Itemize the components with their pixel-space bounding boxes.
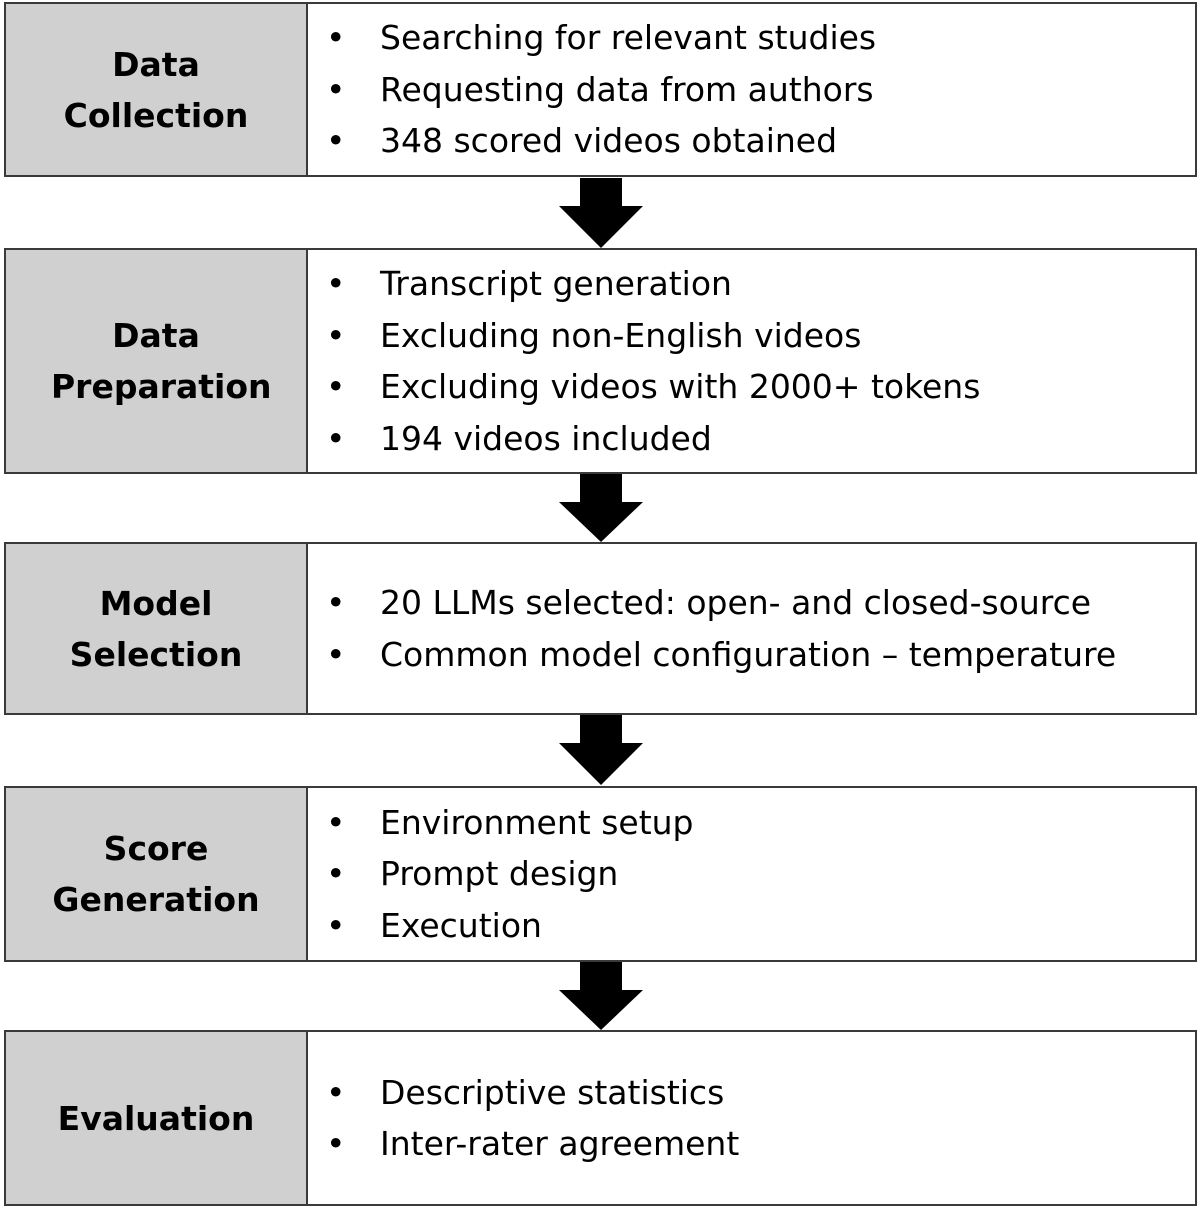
- stage-label: Data Preparation: [6, 250, 308, 472]
- down-arrow-icon: [559, 962, 643, 1032]
- list-item: Common model configuration – temperature: [308, 629, 1195, 681]
- stage-score-generation: Score Generation Environment setup Promp…: [4, 786, 1197, 962]
- stage-item-list: Searching for relevant studies Requestin…: [308, 4, 1195, 175]
- stage-label: Model Selection: [6, 544, 308, 713]
- list-item: Excluding videos with 2000+ tokens: [308, 361, 1195, 413]
- stage-item-list: Environment setup Prompt design Executio…: [308, 788, 1195, 960]
- stage-label: Data Collection: [6, 4, 308, 175]
- list-item: Execution: [308, 900, 1195, 952]
- stage-evaluation: Evaluation Descriptive statistics Inter-…: [4, 1030, 1197, 1206]
- list-item: Prompt design: [308, 848, 1195, 900]
- list-item: Descriptive statistics: [308, 1067, 1195, 1119]
- stage-item-list: Descriptive statistics Inter-rater agree…: [308, 1032, 1195, 1204]
- stage-label-text: Data Preparation: [51, 316, 272, 406]
- list-item: Searching for relevant studies: [308, 12, 1195, 64]
- list-item: Requesting data from authors: [308, 64, 1195, 116]
- list-item: Environment setup: [308, 797, 1195, 849]
- stage-item-list: 20 LLMs selected: open- and closed-sourc…: [308, 544, 1195, 713]
- down-arrow-icon: [559, 474, 643, 544]
- stage-label: Evaluation: [6, 1032, 308, 1204]
- stage-item-list: Transcript generation Excluding non-Engl…: [308, 250, 1195, 472]
- stage-label-text: Model Selection: [69, 583, 243, 674]
- stage-data-collection: Data Collection Searching for relevant s…: [4, 2, 1197, 177]
- list-item: Transcript generation: [308, 258, 1195, 310]
- list-item: Excluding non-English videos: [308, 310, 1195, 362]
- down-arrow-icon: [559, 715, 643, 785]
- stage-label-text: Data Collection: [63, 44, 249, 135]
- stage-label-text: Evaluation: [57, 1098, 255, 1138]
- stage-model-selection: Model Selection 20 LLMs selected: open- …: [4, 542, 1197, 715]
- down-arrow-icon: [559, 178, 643, 248]
- list-item: 194 videos included: [308, 413, 1195, 465]
- stage-label: Score Generation: [6, 788, 308, 960]
- list-item: 20 LLMs selected: open- and closed-sourc…: [308, 577, 1195, 629]
- list-item: 348 scored videos obtained: [308, 115, 1195, 167]
- stage-label-text: Score Generation: [52, 829, 260, 919]
- stage-data-preparation: Data Preparation Transcript generation E…: [4, 248, 1197, 474]
- list-item: Inter-rater agreement: [308, 1118, 1195, 1170]
